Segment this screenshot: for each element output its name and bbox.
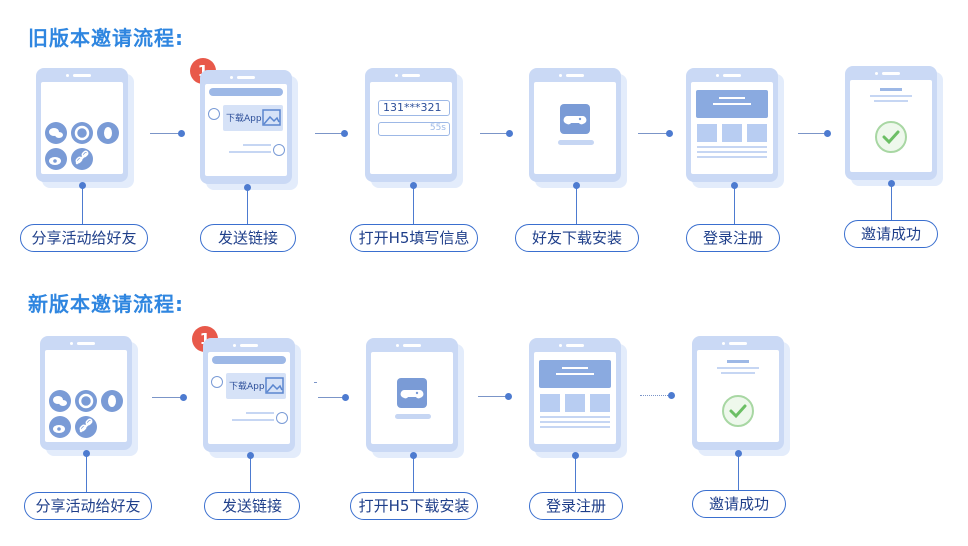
phone-chat-old: 下载App — [200, 70, 298, 190]
phone-download-old — [529, 68, 627, 188]
qq-icon — [101, 390, 123, 412]
qq-icon — [97, 122, 119, 144]
weibo-icon — [49, 416, 71, 438]
phone-register-old — [686, 68, 784, 188]
share-icons — [49, 390, 123, 438]
share-icons — [45, 122, 119, 170]
phone-form-old: 131***321 55s — [365, 68, 463, 188]
image-icon — [262, 109, 281, 126]
phone-register-new — [529, 338, 627, 458]
step-label-success-old: 邀请成功 — [844, 220, 938, 248]
checkmark-icon — [722, 395, 754, 427]
phone-input[interactable]: 131***321 — [378, 100, 450, 116]
step-label-register-old: 登录注册 — [686, 224, 780, 252]
new-flow-title: 新版本邀请流程: — [28, 292, 184, 316]
phone-share-new — [40, 336, 138, 456]
step-label-share-old: 分享活动给好友 — [20, 224, 148, 252]
weibo-icon — [45, 148, 67, 170]
avatar — [273, 144, 285, 156]
gamepad-icon — [397, 378, 427, 408]
avatar — [276, 412, 288, 424]
download-app-text: 下载App — [229, 382, 265, 392]
step-label-share-new: 分享活动给好友 — [24, 492, 152, 520]
phone-success-old — [845, 66, 943, 186]
step-label-download-new: 打开H5下载安装 — [350, 492, 478, 520]
moments-icon — [75, 390, 97, 412]
moments-icon — [71, 122, 93, 144]
download-card[interactable]: 下载App — [226, 373, 286, 399]
phone-chat-new: 下载App — [203, 338, 301, 458]
phone-success-new — [692, 336, 790, 456]
image-icon — [265, 377, 284, 394]
step-label-form-old: 打开H5填写信息 — [350, 224, 478, 252]
gamepad-icon — [560, 104, 590, 134]
avatar — [208, 108, 220, 120]
avatar — [211, 376, 223, 388]
step-label-send-new: 发送链接 — [204, 492, 300, 520]
phone-share-old — [36, 68, 134, 188]
download-card[interactable]: 下载App — [223, 105, 283, 131]
step-label-download-old: 好友下载安装 — [515, 224, 639, 252]
phone-download-new — [366, 338, 464, 458]
old-flow-title: 旧版本邀请流程: — [28, 26, 184, 50]
wechat-icon — [49, 390, 71, 412]
code-input[interactable]: 55s — [378, 122, 450, 136]
step-label-register-new: 登录注册 — [529, 492, 623, 520]
wechat-icon — [45, 122, 67, 144]
step-label-send-old: 发送链接 — [200, 224, 296, 252]
step-label-success-new: 邀请成功 — [692, 490, 786, 518]
checkmark-icon — [875, 121, 907, 153]
link-icon — [71, 148, 93, 170]
link-icon — [75, 416, 97, 438]
download-app-text: 下载App — [226, 114, 262, 124]
